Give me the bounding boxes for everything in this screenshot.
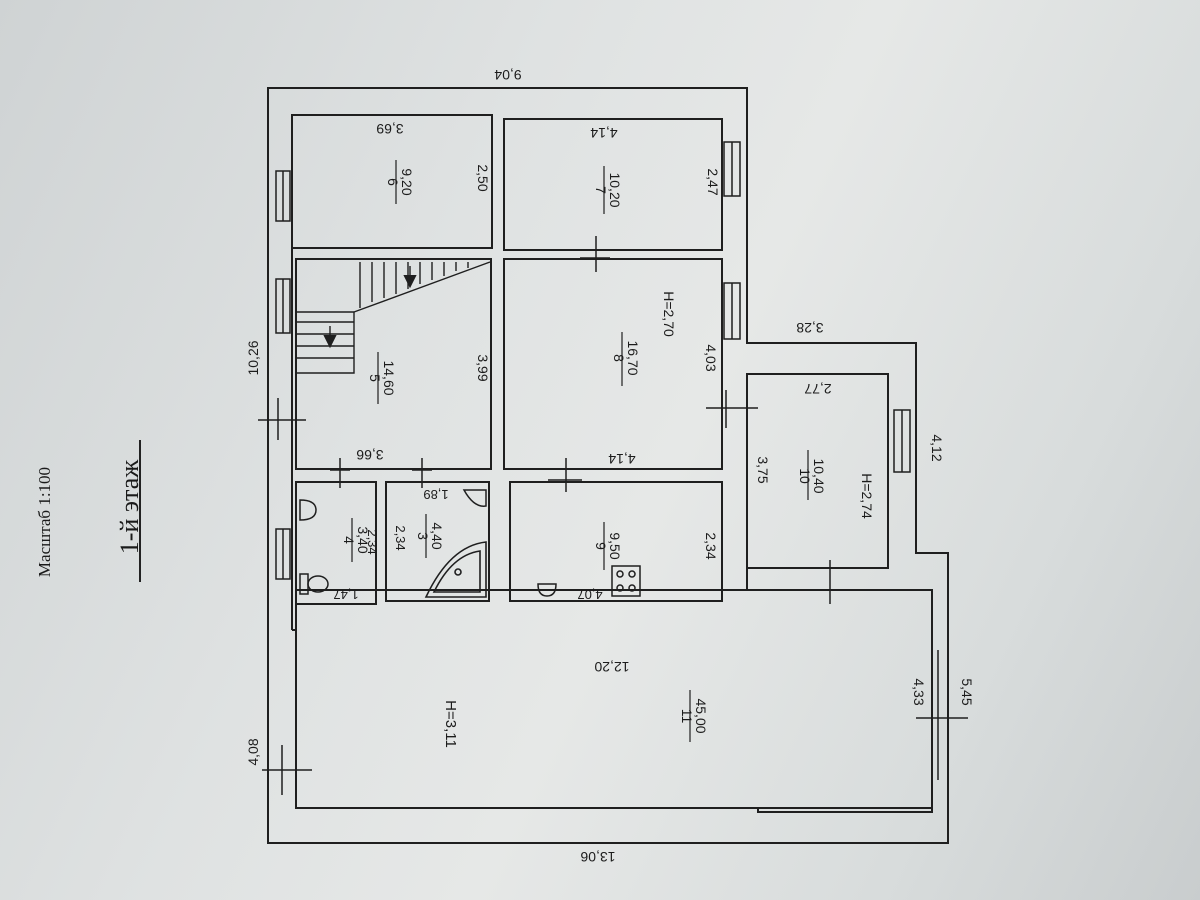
room-3-number: 3 (415, 532, 431, 540)
room-10-width: 2,77 (804, 381, 831, 397)
room-7-area: 10,20 (607, 172, 623, 207)
bathtub-icon (424, 541, 487, 598)
dim-right-lower: 5,45 (959, 678, 975, 705)
room-4-area: 3,40 (355, 526, 371, 553)
room-10-number: 10 (797, 468, 813, 484)
room-11-ceiling: H=3,11 (442, 700, 459, 748)
room-8-width: 4,14 (608, 451, 635, 467)
room-11-outline (295, 589, 933, 809)
room-11-height: 4,33 (911, 678, 927, 705)
room-7-outline (503, 118, 723, 251)
room-8-outline (503, 258, 723, 470)
room-11-number: 11 (679, 709, 695, 724)
room-9-number: 9 (593, 542, 609, 550)
room-10-ceiling: H=2,74 (859, 473, 875, 519)
room-9-height: 2,34 (703, 532, 719, 559)
room-4-width: 1,47 (333, 587, 358, 602)
floor-title-underline (139, 440, 141, 582)
room-3-area: 4,40 (429, 522, 445, 549)
room-8-area: 16,70 (625, 340, 641, 375)
room-4-number: 4 (341, 536, 357, 544)
room-10-area: 10,40 (811, 458, 827, 493)
room-6-outline (291, 114, 493, 249)
dim-top-width: 9,04 (494, 67, 521, 83)
room-5-area: 14,60 (381, 360, 397, 395)
toilet-icon (299, 573, 329, 595)
dim-ext-side: 4,12 (929, 434, 945, 461)
room-4-height: 2,34 (365, 529, 380, 554)
room-4-outline (295, 481, 377, 605)
dim-left-lower: 4,08 (245, 738, 261, 765)
room-10-outline (746, 373, 889, 569)
room-8-ceiling: H=2,70 (661, 291, 677, 337)
staircase (296, 261, 491, 374)
sink-icon (299, 489, 557, 597)
room-8-number: 8 (611, 354, 627, 362)
room-9-outline (509, 481, 723, 602)
room-10-height: 3,75 (755, 456, 771, 483)
room-6-height: 2,50 (475, 164, 491, 191)
room-9-width: 4,07 (577, 587, 602, 602)
windows (275, 141, 911, 580)
room-11-area: 45,00 (693, 698, 709, 733)
room-5-height: 3,99 (475, 354, 491, 381)
stair-arrow-2 (403, 275, 417, 289)
door-marks (258, 236, 968, 795)
room-3-height: 2,34 (393, 525, 408, 550)
room-7-width: 4,14 (590, 125, 617, 141)
room-5-outline (295, 258, 492, 470)
room-5-number: 5 (367, 374, 383, 382)
dim-left-height: 10,26 (245, 340, 261, 375)
dim-bottom-width: 13,06 (580, 849, 615, 865)
room-6-width: 3,69 (376, 121, 403, 137)
outer-wall (267, 87, 949, 844)
room-3-outline (385, 481, 490, 602)
room-6-area: 9,20 (399, 168, 415, 195)
room-5-width: 3,66 (356, 447, 383, 463)
room-3-width: 1,89 (423, 487, 448, 502)
room-11-width: 12,20 (594, 659, 629, 675)
room-6-number: 6 (385, 178, 401, 186)
dim-ext-top: 3,28 (796, 320, 823, 336)
stair-arrow-1 (323, 335, 337, 349)
room-8-height: 4,03 (703, 344, 719, 371)
room-7-number: 7 (593, 186, 609, 194)
room-7-height: 2,47 (705, 168, 721, 195)
room-9-area: 9,50 (607, 532, 623, 559)
stove-icon (611, 565, 641, 597)
